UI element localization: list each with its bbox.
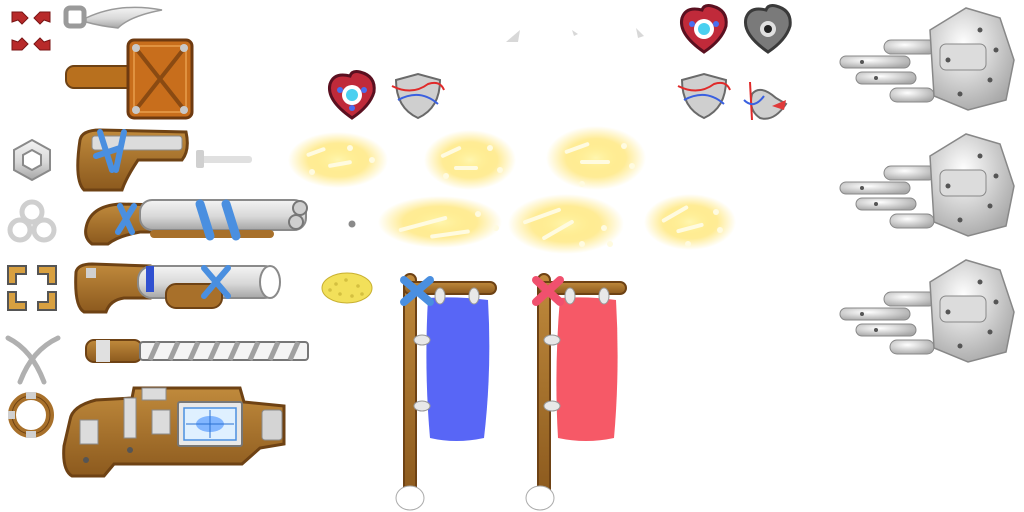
crosshair-icon — [11, 11, 51, 51]
cannon-icon — [74, 262, 281, 314]
pistol-icon — [76, 128, 252, 192]
frame-icon — [7, 265, 57, 311]
heart-icon — [743, 4, 792, 54]
drill-icon — [85, 339, 309, 363]
shield-icon — [743, 81, 788, 121]
shard-icon — [506, 28, 644, 42]
flag-icon — [525, 273, 627, 511]
hammer-icon — [65, 38, 194, 120]
shield-icon — [677, 72, 731, 120]
flag-icon — [395, 273, 497, 511]
blade-icon — [63, 5, 163, 29]
wires-icon — [5, 335, 61, 385]
ring-icon — [8, 392, 54, 438]
shield-icon — [391, 72, 445, 120]
rifle-icon — [84, 199, 356, 246]
launcher-icon — [62, 386, 286, 478]
sparkle-icon — [288, 126, 736, 254]
hexagon-icon — [13, 138, 51, 182]
sponge-icon — [321, 272, 373, 304]
heart-icon — [327, 70, 376, 120]
trefoil-icon — [7, 199, 57, 243]
heart-icon — [679, 4, 728, 54]
hand-icon — [839, 7, 1015, 363]
